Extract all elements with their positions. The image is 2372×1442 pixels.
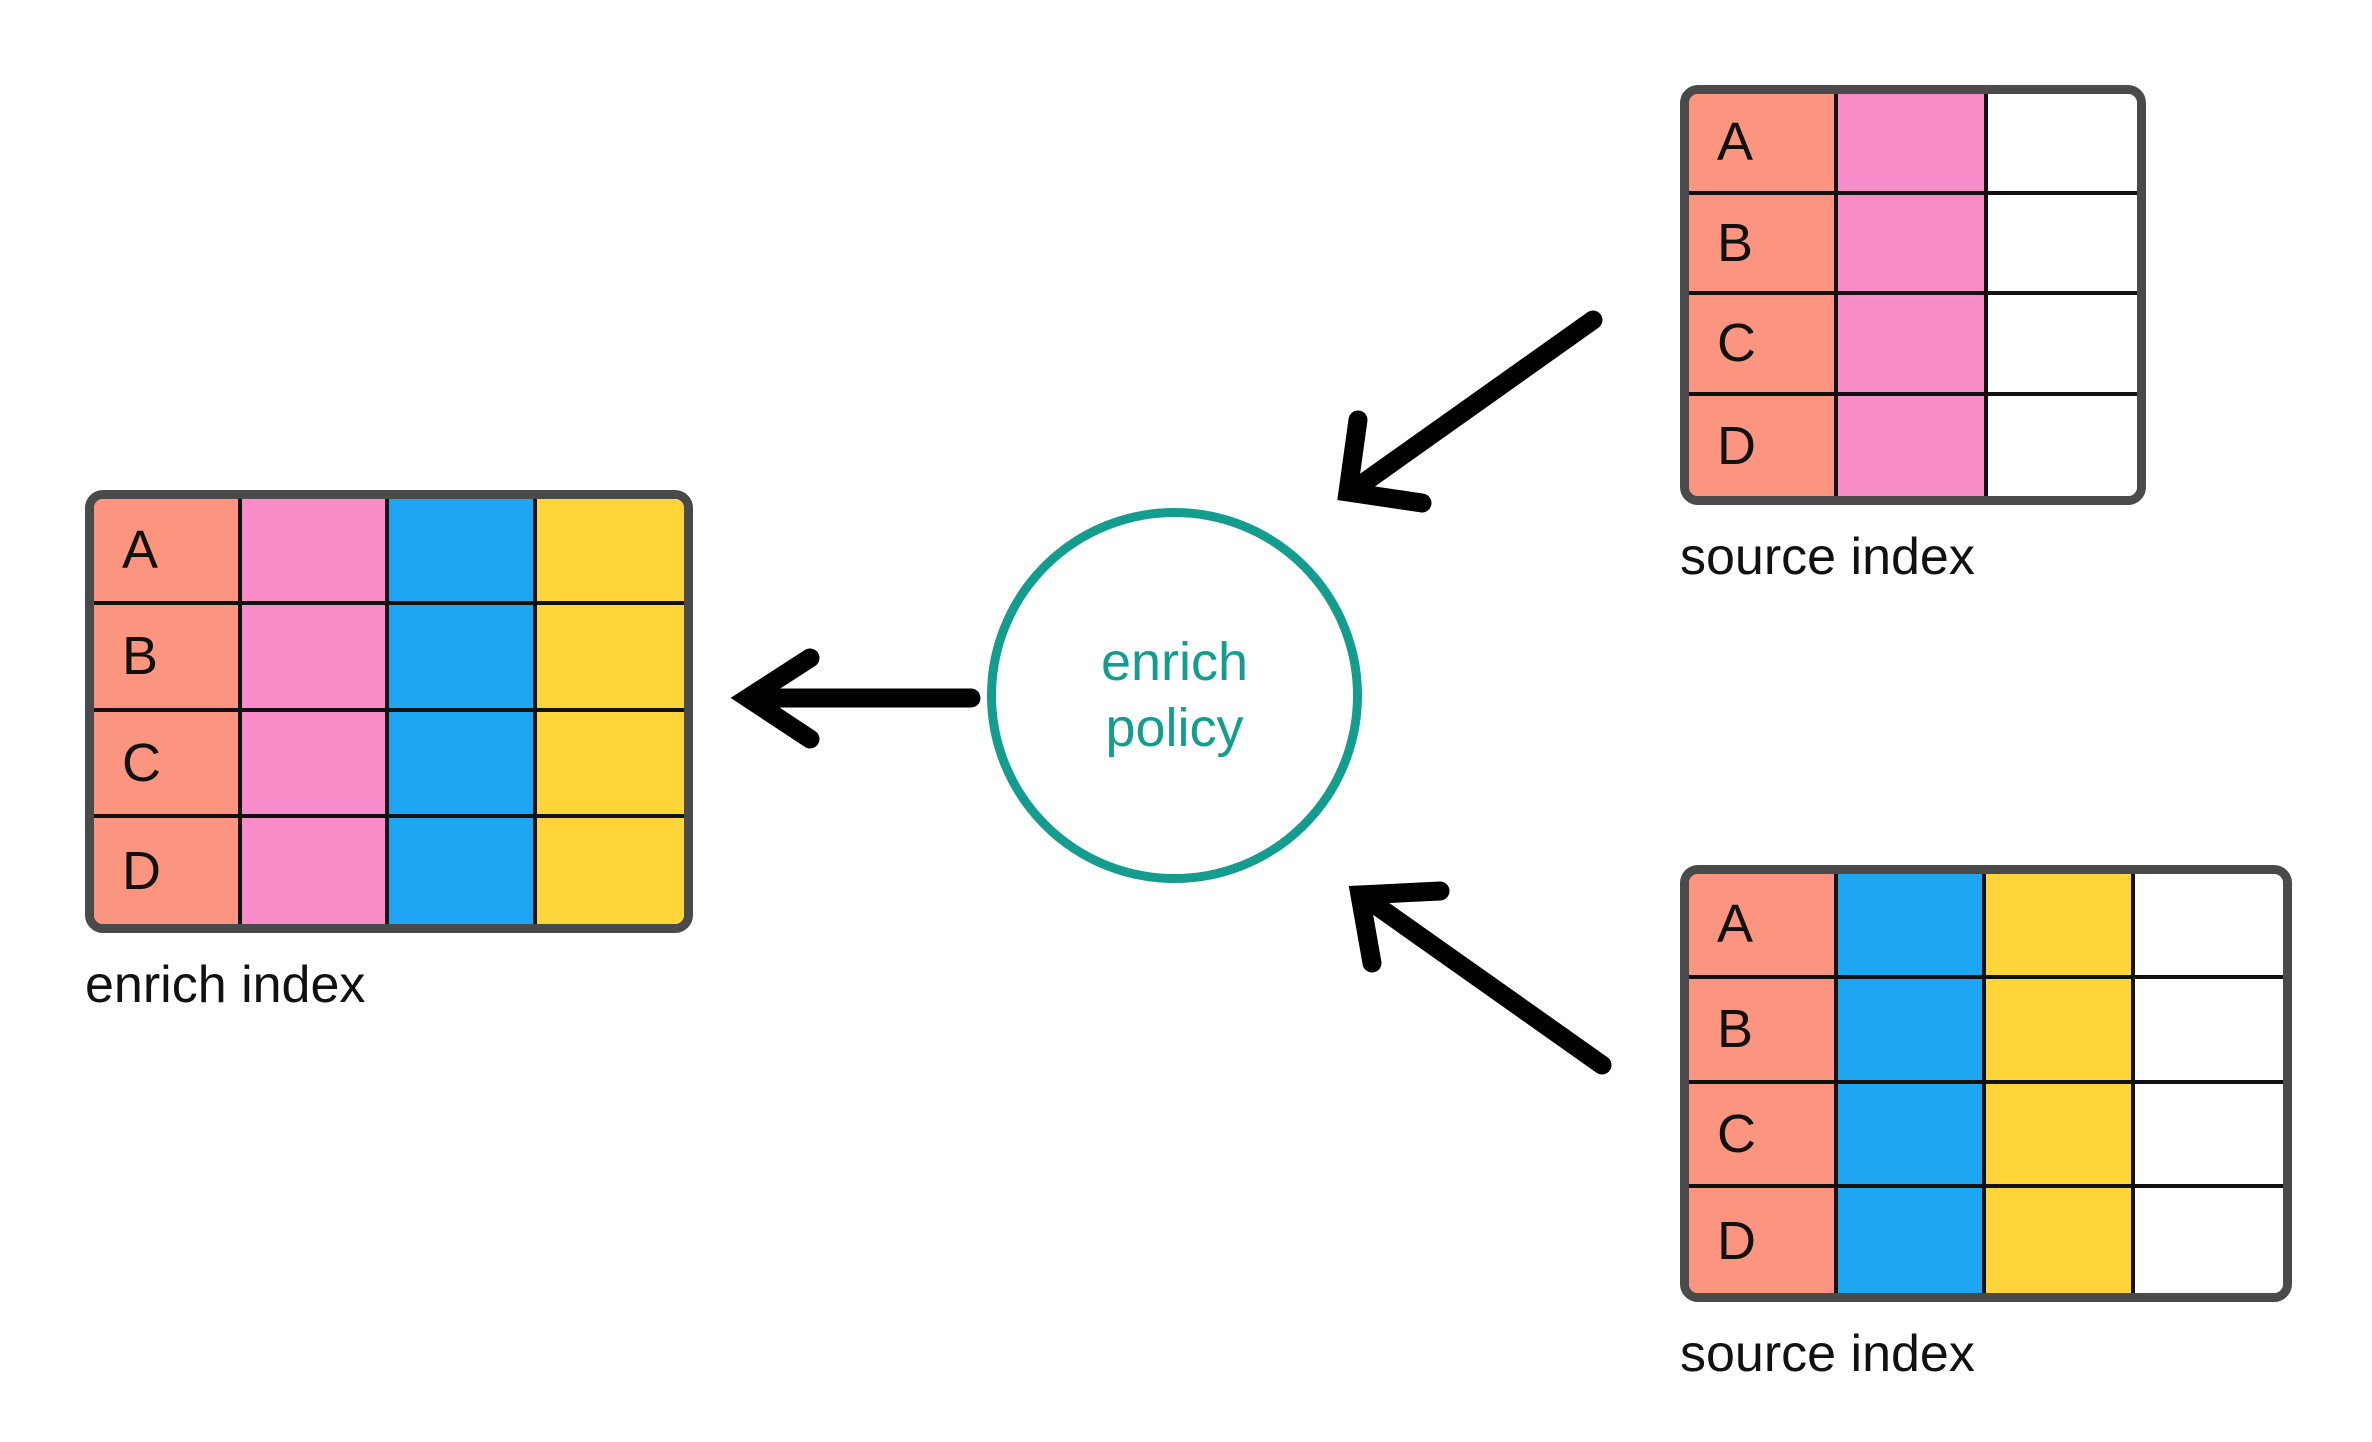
enrich-policy-label-line2: policy <box>1105 697 1244 758</box>
table-cell-key: C <box>94 711 242 818</box>
table-cell-key: A <box>1689 94 1839 195</box>
table-cell <box>1987 395 2137 496</box>
table-cell <box>1837 1188 1986 1293</box>
table-cell <box>241 711 389 818</box>
table-cell <box>1987 194 2137 295</box>
table-cell <box>241 499 389 606</box>
table-cell-key: B <box>1689 194 1839 295</box>
table-cell <box>241 817 389 924</box>
table-cell-key: D <box>1689 1188 1838 1293</box>
table-cell-key: A <box>1689 874 1838 979</box>
table-cell <box>1986 978 2135 1084</box>
table-cell <box>2134 874 2283 979</box>
arrow-source-bottom-to-policy <box>1348 881 1612 1075</box>
table-cell <box>536 499 684 606</box>
table-cell <box>2134 1188 2283 1293</box>
table-cell <box>2134 978 2283 1084</box>
table-cell <box>1837 874 1986 979</box>
table-cell-key: B <box>94 605 242 712</box>
table-cell <box>536 605 684 712</box>
table-cell <box>1838 395 1988 496</box>
table-cell <box>389 499 537 606</box>
enrich-index-caption: enrich index <box>85 956 366 1014</box>
table-cell <box>1986 1188 2135 1293</box>
table-cell <box>1986 1083 2135 1189</box>
table-cell <box>389 711 537 818</box>
table-cell <box>1838 94 1988 195</box>
table-cell-key: C <box>1689 1083 1838 1189</box>
table-cell <box>2134 1083 2283 1189</box>
table-cell <box>389 605 537 712</box>
table-cell <box>1987 94 2137 195</box>
source-index-bottom-caption: source index <box>1680 1325 1975 1383</box>
table-cell <box>1837 1083 1986 1189</box>
table-cell-key: C <box>1689 295 1839 396</box>
arrow-policy-to-enrich-index <box>730 648 981 749</box>
table-cell <box>536 817 684 924</box>
table-cell-key: D <box>1689 395 1839 496</box>
table-cell <box>1987 295 2137 396</box>
table-cell-key: B <box>1689 978 1838 1084</box>
table-cell-key: A <box>94 499 242 606</box>
table-cell <box>1837 978 1986 1084</box>
table-cell <box>1838 194 1988 295</box>
source-index-top-caption: source index <box>1680 528 1975 586</box>
table-cell-key: D <box>94 817 242 924</box>
table-cell <box>536 711 684 818</box>
table-cell <box>389 817 537 924</box>
table-cell <box>241 605 389 712</box>
arrow-source-top-to-policy <box>1337 310 1603 513</box>
enrich-policy-circle[interactable]: enrich policy <box>987 508 1362 883</box>
table-cell <box>1986 874 2135 979</box>
enrich-policy-label-line1: enrich <box>1100 631 1249 692</box>
table-cell <box>1838 295 1988 396</box>
